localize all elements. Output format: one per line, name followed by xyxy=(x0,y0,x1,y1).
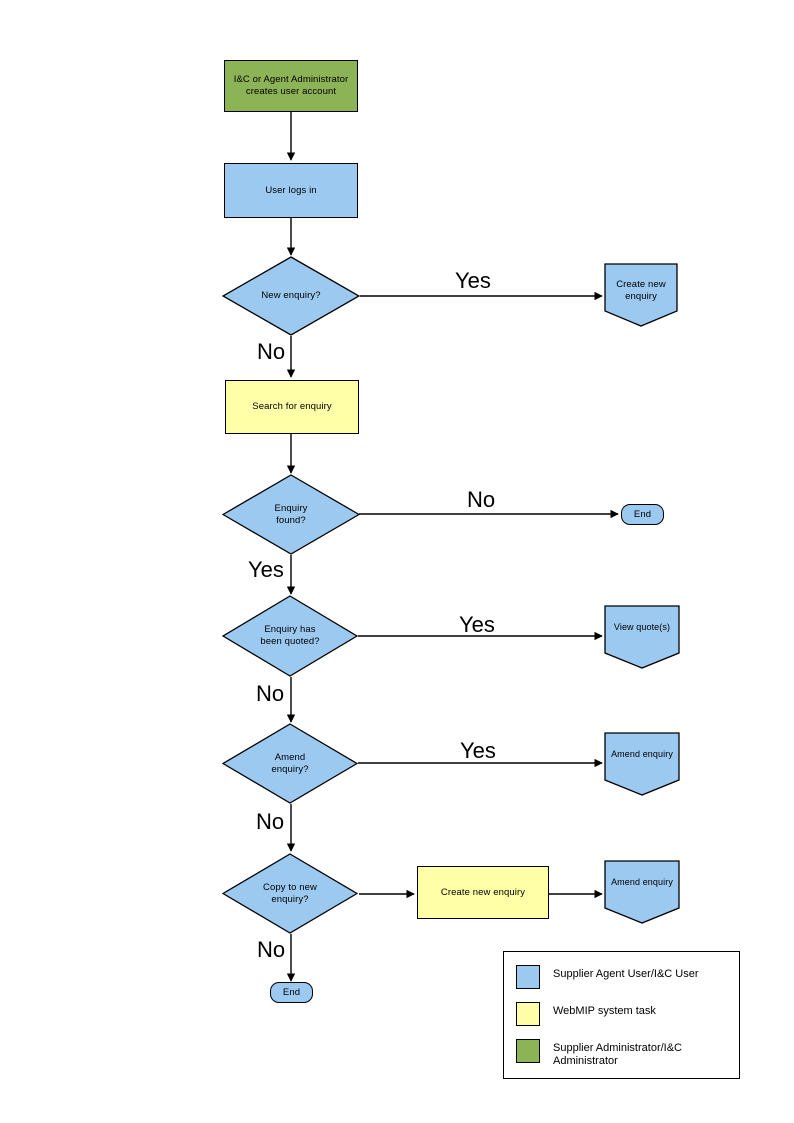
diamond-shape xyxy=(222,723,358,804)
diamond-shape xyxy=(222,595,358,677)
banner-shape xyxy=(604,732,680,796)
terminator-end-enquiry-not-found[interactable]: End xyxy=(621,504,664,525)
node-user-logs-in[interactable]: User logs in xyxy=(224,163,358,218)
node-amend-enquiry-right[interactable]: Amend enquiry xyxy=(604,732,680,796)
edge-label-new-enquiry-yes: Yes xyxy=(455,268,491,293)
legend-item-supplier-agent-user: Supplier Agent User/I&C User xyxy=(516,965,699,989)
edge-label-amend-yes: Yes xyxy=(460,738,496,763)
legend-label: WebMIP system task xyxy=(553,1005,656,1017)
edge-label-enquiry-found-yes: Yes xyxy=(248,557,284,582)
node-create-new-enquiry-top[interactable]: Create new enquiry xyxy=(604,263,678,327)
node-create-new-enquiry-bottom[interactable]: Create new enquiry xyxy=(417,866,549,919)
node-label: Amend enquiry xyxy=(611,877,673,887)
node-label: Enquiry has been quoted? xyxy=(260,624,320,647)
legend-swatch-yellow xyxy=(516,1002,540,1026)
diamond-shape xyxy=(222,474,360,555)
legend-label: Supplier Agent User/I&C User xyxy=(553,968,699,980)
terminator-end-final[interactable]: End xyxy=(270,982,313,1003)
legend: Supplier Agent User/I&C User WebMIP syst… xyxy=(503,951,740,1079)
decision-amend-enquiry[interactable]: Amend enquiry? xyxy=(222,723,358,804)
edge-label-new-enquiry-no: No xyxy=(257,339,286,364)
node-label: New enquiry? xyxy=(261,290,321,301)
edge-label-amend-no: No xyxy=(256,809,285,834)
node-search-for-enquiry[interactable]: Search for enquiry xyxy=(225,380,359,434)
legend-swatch-green xyxy=(516,1039,540,1063)
legend-item-webmip-system-task: WebMIP system task xyxy=(516,1002,656,1026)
node-label: Copy to new enquiry? xyxy=(263,881,317,905)
decision-new-enquiry[interactable]: New enquiry? xyxy=(222,256,360,336)
node-label: View quote(s) xyxy=(613,622,671,632)
diamond-shape xyxy=(222,256,360,336)
banner-shape xyxy=(604,860,680,924)
node-label: Amend enquiry xyxy=(611,749,673,759)
node-label: Enquiry found? xyxy=(274,502,308,526)
legend-label: Supplier Administrator/I&C Administrator xyxy=(553,1042,682,1067)
node-label: I&C or Agent Administrator creates user … xyxy=(233,74,349,97)
decision-enquiry-found[interactable]: Enquiry found? xyxy=(222,474,360,555)
edge-label-quoted-no: No xyxy=(256,681,285,706)
legend-swatch-blue xyxy=(516,965,540,989)
legend-item-supplier-administrator: Supplier Administrator/I&C Administrator xyxy=(516,1039,682,1068)
node-view-quotes[interactable]: View quote(s) xyxy=(604,605,680,669)
edge-label-enquiry-found-no: No xyxy=(467,487,496,512)
banner-shape xyxy=(604,263,678,327)
decision-enquiry-quoted[interactable]: Enquiry has been quoted? xyxy=(222,595,358,677)
node-label: Create new enquiry xyxy=(616,279,666,302)
node-label: End xyxy=(633,508,652,520)
node-label: End xyxy=(282,986,301,998)
connector-group xyxy=(286,112,619,982)
node-label: Create new enquiry xyxy=(440,886,526,898)
decision-copy-to-new-enquiry[interactable]: Copy to new enquiry? xyxy=(222,853,358,934)
diamond-shape xyxy=(222,853,358,934)
banner-shape xyxy=(604,605,680,669)
node-admin-creates-user-account[interactable]: I&C or Agent Administrator creates user … xyxy=(224,60,358,112)
node-label: Search for enquiry xyxy=(252,401,332,412)
edge-label-quoted-yes: Yes xyxy=(459,612,495,637)
node-label: User logs in xyxy=(265,184,317,196)
node-label: Amend enquiry? xyxy=(271,751,309,775)
node-amend-enquiry-bottom[interactable]: Amend enquiry xyxy=(604,860,680,924)
edge-label-copy-no: No xyxy=(257,937,286,962)
